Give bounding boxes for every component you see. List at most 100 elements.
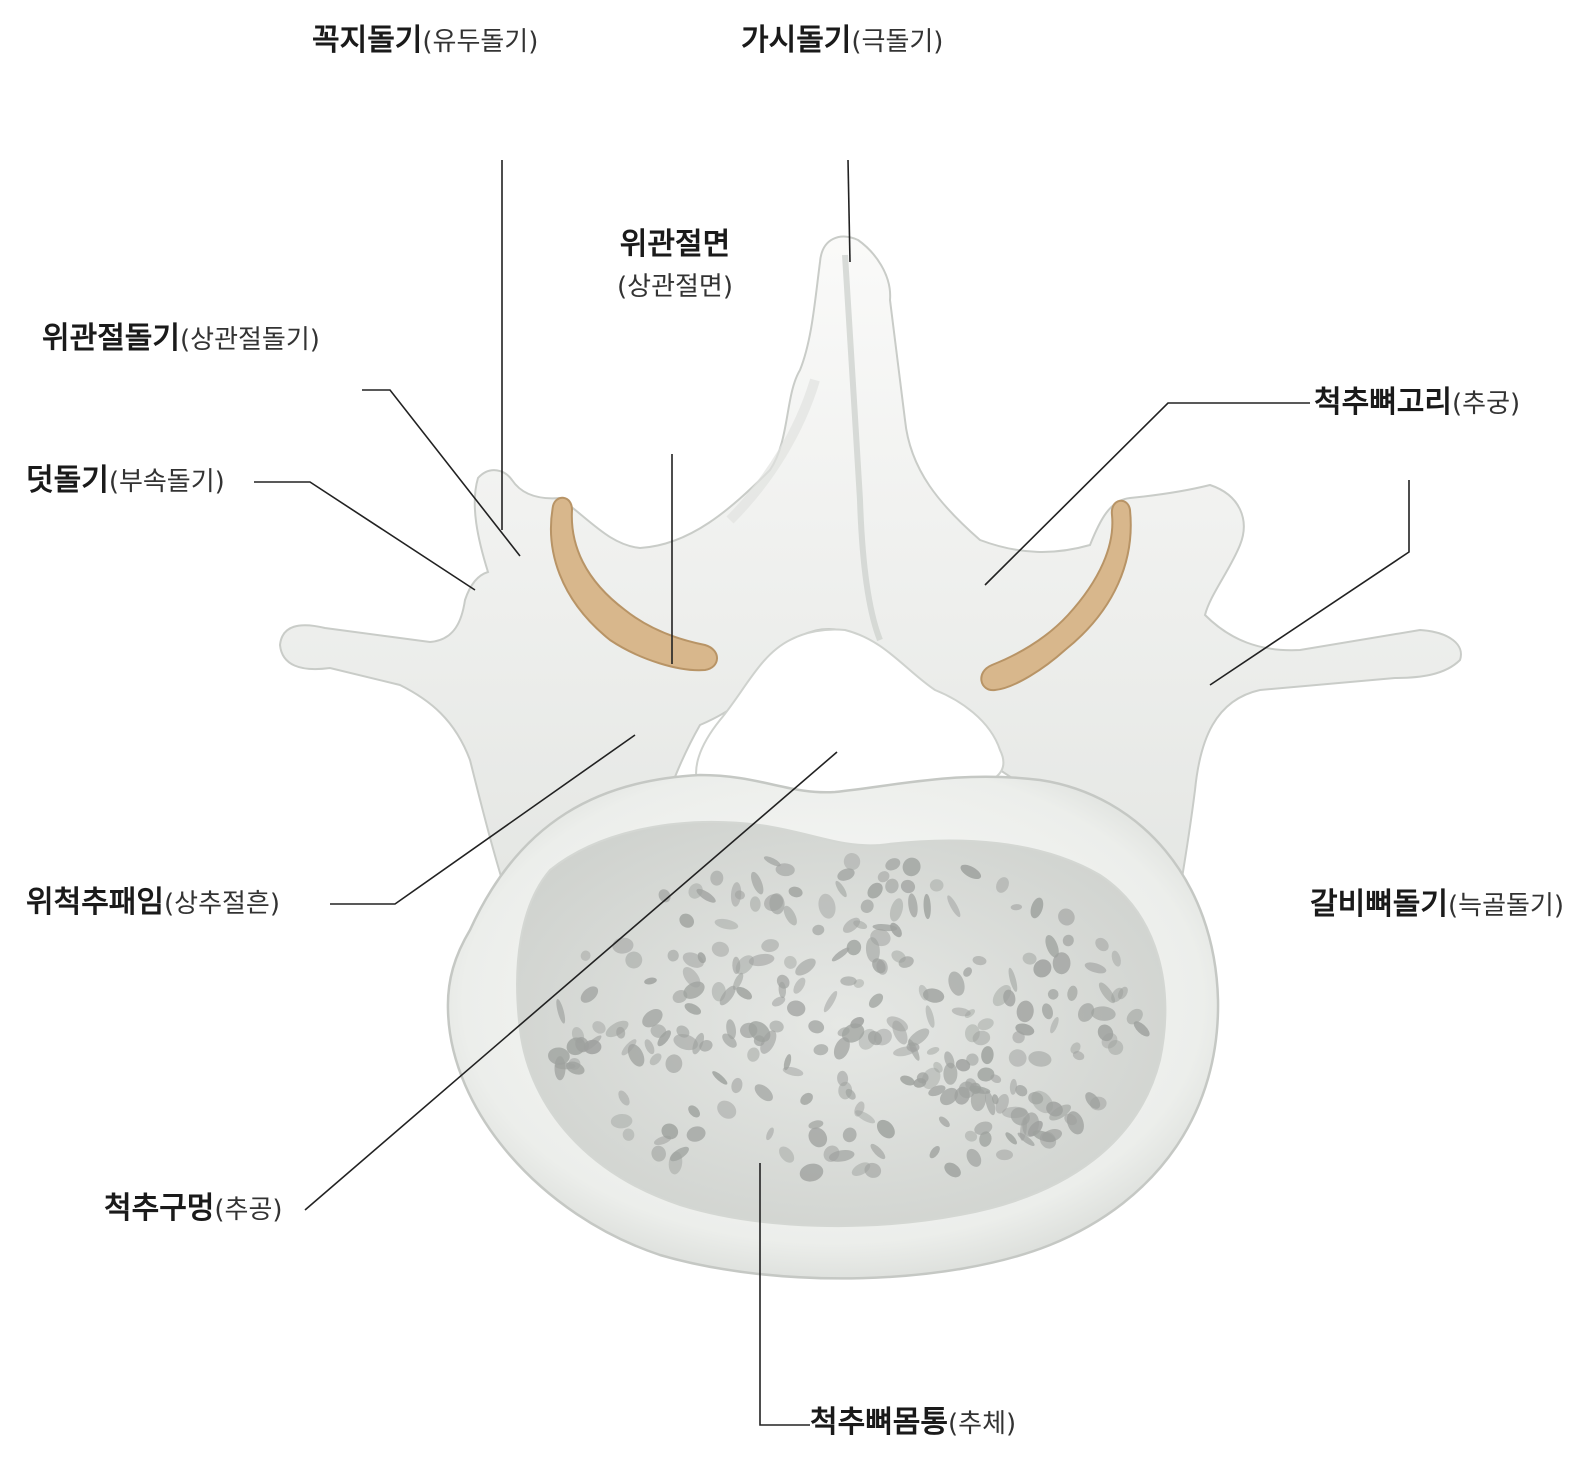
leader-accessory xyxy=(254,481,476,591)
cancellous-pore xyxy=(939,1087,959,1106)
cancellous-pore xyxy=(1047,988,1059,1000)
cancellous-pore xyxy=(1058,908,1075,926)
cancellous-pore xyxy=(977,1018,994,1031)
cancellous-pore xyxy=(955,1059,971,1072)
cancellous-pore xyxy=(865,937,880,963)
cancellous-pore xyxy=(556,999,566,1024)
cancellous-pore xyxy=(966,1053,979,1066)
cancellous-pore xyxy=(760,1030,777,1054)
cancellous-pore xyxy=(766,1127,774,1141)
cancellous-pore xyxy=(1022,952,1037,965)
cancellous-pore xyxy=(1062,934,1074,947)
cancellous-pore xyxy=(947,895,961,918)
cancellous-pore xyxy=(1017,1132,1035,1147)
cancellous-pore xyxy=(658,889,671,903)
cancellous-pore xyxy=(605,1020,629,1038)
cancellous-pore xyxy=(842,1127,857,1143)
cancellous-pore xyxy=(625,951,643,969)
cancellous-pore xyxy=(651,1145,666,1162)
cancellous-pore xyxy=(776,974,790,989)
cancellous-pore xyxy=(670,1146,689,1162)
cancellous-pore xyxy=(818,893,836,919)
cancellous-pore xyxy=(972,1030,991,1046)
label-spinous-process: 가시돌기(극돌기) xyxy=(741,23,944,58)
cancellous-pore xyxy=(732,972,744,990)
cancellous-pore xyxy=(722,1033,737,1048)
cancellous-pore xyxy=(580,950,591,961)
cancellous-pore xyxy=(964,1130,978,1142)
cancellous-pore xyxy=(726,1019,737,1040)
cancellous-pore xyxy=(1028,1051,1052,1067)
cancellous-pore xyxy=(851,1162,871,1177)
cancellous-pore xyxy=(1067,985,1078,1001)
cancellous-pore xyxy=(981,1046,994,1065)
cancellous-pore xyxy=(842,917,861,933)
cancellous-pore xyxy=(800,1092,813,1105)
leader-lines xyxy=(254,159,1410,1426)
cancellous-pore xyxy=(782,1066,804,1077)
cancellous-pore xyxy=(808,1127,828,1148)
cancellous-pore xyxy=(843,853,861,871)
superior-articular-facet-right xyxy=(980,499,1132,692)
cancellous-pore xyxy=(1042,1003,1053,1020)
cancellous-pore xyxy=(1027,1120,1043,1137)
cancellous-pore xyxy=(1133,1021,1150,1037)
cancellous-pore xyxy=(673,1034,698,1051)
cancellous-pores xyxy=(548,853,1150,1182)
cancellous-pore xyxy=(788,886,803,898)
cancellous-pore xyxy=(1028,1092,1044,1105)
cancellous-pore xyxy=(779,1146,795,1163)
cancellous-pore xyxy=(929,879,944,892)
cancellous-pore xyxy=(831,947,850,962)
cancellous-pore xyxy=(621,1039,637,1056)
cancellous-pore xyxy=(868,993,884,1008)
cancellous-pore xyxy=(928,1085,946,1097)
cancellous-pore xyxy=(730,882,742,907)
cancellous-pore xyxy=(1090,1096,1107,1111)
cancellous-pore xyxy=(885,878,899,894)
cancellous-pore xyxy=(916,1072,929,1084)
cancellous-pore xyxy=(898,956,914,968)
cancellous-pore xyxy=(984,1090,996,1116)
cancellous-pore xyxy=(1012,1031,1025,1044)
cancellous-pore xyxy=(1108,1039,1124,1056)
cancellous-pore xyxy=(929,1145,940,1159)
cancellous-pore xyxy=(1009,1078,1017,1095)
cancellous-pore xyxy=(833,1037,850,1060)
cancellous-pore xyxy=(944,1162,961,1178)
cancellous-pore xyxy=(1008,1049,1027,1067)
cancellous-pore xyxy=(795,958,816,976)
cancellous-pore xyxy=(1015,1085,1028,1097)
cancellous-pore xyxy=(1126,1008,1143,1025)
cancellous-pore xyxy=(979,1131,992,1147)
cancellous-pore xyxy=(622,1128,635,1141)
cancellous-pore xyxy=(793,977,806,994)
label-accessory-process: 덧돌기(부속돌기) xyxy=(26,463,225,498)
cancellous-pore xyxy=(682,967,701,988)
cancellous-pore xyxy=(870,1143,886,1160)
label-vertebral-arch: 척추뼈고리(추궁) xyxy=(1314,385,1521,420)
cancellous-pore xyxy=(783,1054,792,1071)
cancellous-pore xyxy=(966,1148,982,1167)
cancellous-pore xyxy=(644,977,657,985)
cancellous-pore xyxy=(921,1067,941,1090)
cancellous-pore xyxy=(864,1162,882,1178)
cancellous-pore xyxy=(900,879,916,894)
cancellous-pore xyxy=(688,1105,700,1118)
cancellous-pore xyxy=(1097,1024,1114,1042)
cancellous-pore xyxy=(872,924,898,932)
cancellous-pore xyxy=(923,893,931,920)
cancellous-pore xyxy=(808,1120,824,1129)
cancellous-pore xyxy=(860,899,874,914)
cancellous-pore xyxy=(840,976,857,986)
cancellous-pore xyxy=(719,985,736,1006)
cancellous-pore xyxy=(823,1145,840,1162)
cancellous-pore xyxy=(580,986,599,1003)
cancellous-pore xyxy=(926,1047,940,1055)
cancellous-pore xyxy=(837,868,855,881)
cancellous-pore xyxy=(886,1016,908,1032)
cancellous-pore xyxy=(699,1040,713,1052)
cancellous-pore xyxy=(1098,982,1116,1004)
cancellous-pore xyxy=(907,1028,930,1047)
